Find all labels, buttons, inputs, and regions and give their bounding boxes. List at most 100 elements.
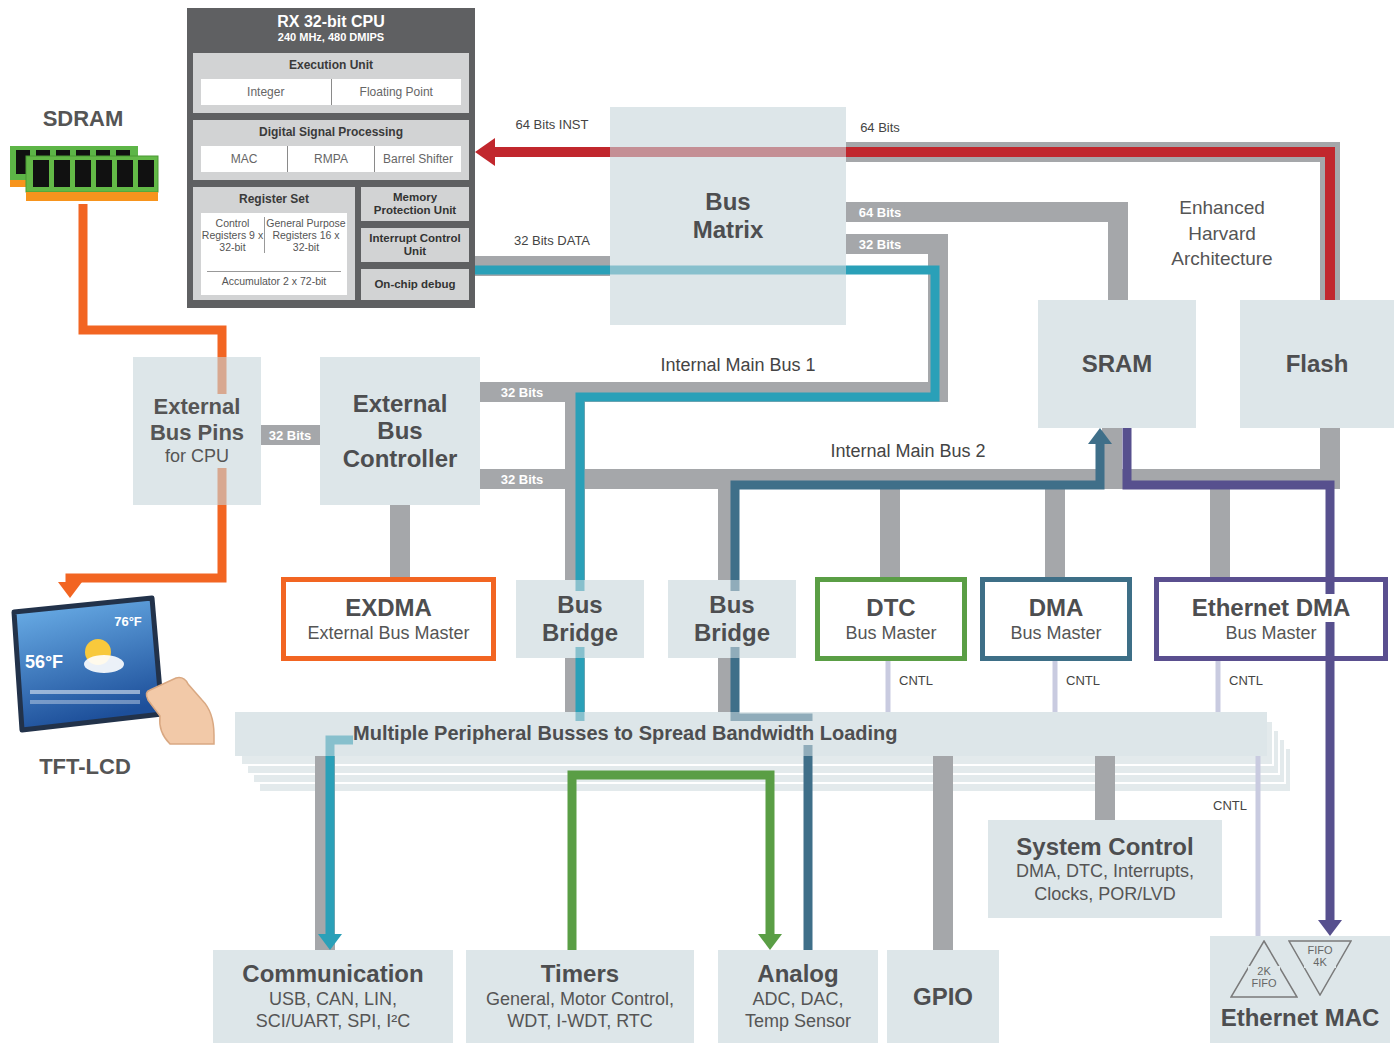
bus-connector bbox=[846, 152, 1330, 300]
sdram-illustration bbox=[10, 146, 158, 201]
node-text: Accumulator 2 x 72-bit bbox=[207, 271, 341, 287]
hand-figure bbox=[146, 678, 214, 744]
bus-connector bbox=[400, 505, 401, 577]
bus-master-box: DMABus Master bbox=[980, 577, 1132, 661]
unit-panel: Register SetControl Registers 9 x 32-bit… bbox=[193, 187, 355, 300]
bus-connector bbox=[1258, 756, 1259, 936]
node-text: SRAM bbox=[1082, 350, 1153, 378]
unit-panel: Execution UnitIntegerFloating Point bbox=[193, 53, 469, 113]
bus-master-box: DTCBus Master bbox=[815, 577, 967, 661]
connector-line bbox=[480, 479, 728, 580]
diagram-label: 56°F bbox=[25, 652, 63, 673]
bus-width-label: 32 Bits bbox=[266, 428, 315, 443]
peripheral-bus-stack bbox=[235, 712, 1291, 792]
diagram-label: Internal Main Bus 1 bbox=[660, 355, 815, 376]
bus-layer-ground bbox=[235, 712, 1267, 756]
bus-connector bbox=[325, 756, 326, 950]
bus-connector bbox=[480, 479, 728, 580]
node-text: for CPU bbox=[165, 445, 229, 468]
triangle-outline bbox=[1231, 941, 1297, 997]
node-text: Integer bbox=[201, 79, 331, 105]
node-text: Ethernet MAC bbox=[1210, 1004, 1390, 1032]
connector-line bbox=[933, 756, 953, 950]
fifo-triangle: FIFO 4K bbox=[1288, 940, 1352, 996]
bus-master-box: EXDMAExternal Bus Master bbox=[281, 577, 496, 661]
control-box: System ControlDMA, DTC, Interrupts, Cloc… bbox=[988, 820, 1222, 918]
node-text: Bus Master bbox=[1010, 622, 1101, 645]
diagram-label: Enhanced Harvard Architecture bbox=[1157, 195, 1287, 272]
controller-box: External Bus Controller bbox=[320, 357, 480, 505]
arrow-head bbox=[318, 934, 342, 950]
unit-panel: Digital Signal ProcessingMACRMPABarrel S… bbox=[193, 120, 469, 180]
node-text: GPIO bbox=[913, 983, 973, 1011]
mac-box: Ethernet MAC 2K FIFO FIFO 4K bbox=[1210, 936, 1390, 1043]
node-text: EXDMA bbox=[345, 594, 432, 622]
diagram-label: 32 Bits bbox=[498, 385, 547, 400]
connector-line bbox=[1216, 661, 1221, 712]
memory-device: SDRAM bbox=[4, 100, 162, 204]
arrow-head bbox=[475, 138, 495, 166]
node-text: External Bus Pins bbox=[141, 394, 253, 445]
connector-line bbox=[572, 775, 770, 950]
connector-line bbox=[846, 212, 1118, 300]
node-text: USB, CAN, LIN, SCI/UART, SPI, I²C bbox=[243, 988, 423, 1033]
screen-bar bbox=[30, 690, 140, 694]
connector-line bbox=[1095, 756, 1115, 820]
ram-board bbox=[26, 156, 158, 192]
bus-connector bbox=[1218, 661, 1219, 712]
bridge-box: Bus Bridge bbox=[668, 580, 796, 658]
node-text: External Bus Master bbox=[307, 622, 469, 645]
node-text: Multiple Peripheral Busses to Spread Ban… bbox=[353, 721, 898, 745]
bus-connector bbox=[480, 479, 1220, 577]
node-text: Bus Bridge bbox=[534, 591, 626, 646]
connector-line bbox=[846, 152, 1330, 300]
register-strip: Control Registers 9 x 32-bitGeneral Purp… bbox=[201, 213, 347, 295]
screen-bar bbox=[30, 700, 140, 704]
bus-connector bbox=[728, 658, 729, 712]
node-text: Ethernet DMA bbox=[1192, 594, 1351, 622]
node-text: 240 MHz, 480 DMIPS bbox=[278, 31, 384, 44]
node-text: System Control bbox=[1016, 833, 1193, 861]
node-text: SDRAM bbox=[4, 106, 162, 131]
bus-connector bbox=[943, 756, 944, 950]
node-text: RX 32-bit CPU bbox=[277, 13, 385, 31]
bus-matrix-box: Bus Matrix bbox=[610, 107, 846, 325]
connector-line bbox=[1053, 661, 1058, 712]
unit-box: On-chip debug bbox=[361, 269, 469, 300]
node-text: Digital Signal Processing bbox=[259, 125, 403, 139]
node-text: Barrel Shifter bbox=[374, 146, 461, 172]
node-text: Bus Bridge bbox=[686, 591, 778, 646]
node-text: DMA, DTC, Interrupts, Clocks, POR/LVD bbox=[1000, 860, 1210, 905]
bus-connector bbox=[575, 658, 576, 712]
bus-width-label: 32 Bits bbox=[498, 472, 547, 487]
bus-width-label: CNTL bbox=[1229, 673, 1263, 688]
fifo-triangle: 2K FIFO bbox=[1230, 940, 1298, 998]
ram-contacts bbox=[26, 192, 158, 201]
arrow-head bbox=[1088, 428, 1112, 444]
node-text: RMPA bbox=[287, 146, 374, 172]
arrow-head bbox=[1318, 920, 1342, 936]
arrow-head bbox=[758, 934, 782, 950]
node-text: Bus Master bbox=[845, 622, 936, 645]
connector-line bbox=[1256, 756, 1261, 936]
node-text: TFT-LCD bbox=[5, 754, 165, 779]
connector-line bbox=[261, 425, 320, 445]
node-text: DMA bbox=[1029, 594, 1084, 622]
node-text: DTC bbox=[866, 594, 915, 622]
bus-connector bbox=[888, 661, 889, 712]
ram-chip bbox=[138, 160, 154, 187]
node-text: 2K FIFO bbox=[1248, 966, 1280, 989]
diagram-label: 76°F bbox=[114, 614, 142, 629]
connector-line bbox=[480, 479, 1055, 577]
node-text: General Purpose Registers 16 x 32-bit bbox=[264, 217, 347, 253]
node-text: Register Set bbox=[239, 192, 309, 206]
node-text: General, Motor Control, WDT, I-WDT, RTC bbox=[478, 988, 682, 1033]
pin-box: External Bus Pinsfor CPU bbox=[133, 357, 261, 505]
node-text: Floating Point bbox=[331, 79, 462, 105]
node-text: ADC, DAC, Temp Sensor bbox=[736, 988, 860, 1033]
node-text: Interrupt Control Unit bbox=[369, 232, 461, 257]
tft-illustration bbox=[14, 598, 214, 744]
triangle-outline bbox=[1289, 941, 1351, 995]
bus-width-label: CNTL bbox=[1213, 798, 1247, 813]
